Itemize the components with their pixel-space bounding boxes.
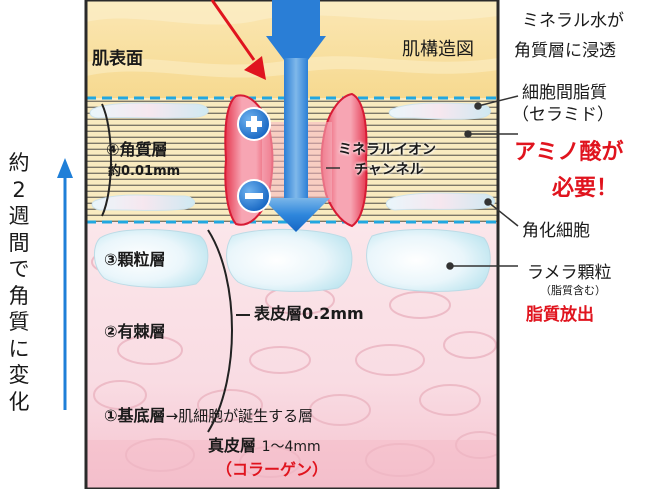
stratum-corneum-label: ④角質層 [106, 140, 168, 159]
mineral-water-line1: ミネラル水が [522, 11, 624, 31]
red-incoming-arrow [210, 0, 266, 80]
granular-layer-label: ③顆粒層 [104, 250, 166, 269]
keratinocyte-label: 角化細胞 [522, 221, 590, 241]
leader-lines [326, 95, 519, 270]
ion-channel-label-line2: チャンネル [354, 162, 424, 178]
epidermis-label: 表皮層0.2mm [236, 300, 364, 324]
diagram-title: 肌構造図 [402, 39, 474, 60]
ceramide-line2: （セラミド） [512, 105, 614, 125]
lamellar-granule-sub: （脂質含む） [540, 284, 606, 297]
ceramide-line1: 細胞間脂質 [522, 83, 607, 103]
collagen-label: （コラーゲン） [216, 460, 329, 479]
granular-cells [94, 228, 491, 292]
amino-acid-line2: 必要！ [552, 176, 619, 201]
two-weeks-note: 約 2 週 間 で 角 質 に 変 化 [8, 151, 30, 414]
mineral-water-line2: 角質層に浸透 [514, 41, 616, 61]
skin-surface-label: 肌表面 [92, 49, 143, 69]
ion-channel-label-line1: ミネラルイオン [338, 142, 436, 158]
lamellar-granule-label: ラメラ顆粒 [527, 263, 612, 283]
negative-ion [237, 179, 271, 213]
amino-acid-line1: アミノ酸が [514, 140, 624, 165]
lipid-release-label: 脂質放出 [526, 305, 594, 325]
mineral-water-arrow [262, 0, 330, 232]
keratinocyte-cells [89, 102, 496, 211]
stratum-corneum-thickness: 約0.01mm [108, 164, 181, 179]
diagram-frame [84, 0, 500, 489]
spinous-layer-label: ②有棘層 [104, 322, 166, 341]
dermis-label: 真皮層 1〜4mm [208, 436, 321, 455]
basal-layer-label: ①基底層→肌細胞が誕生する層 [104, 406, 314, 425]
left-upward-arrow [57, 158, 73, 410]
positive-ion [237, 107, 271, 141]
layer-braces [101, 103, 233, 433]
